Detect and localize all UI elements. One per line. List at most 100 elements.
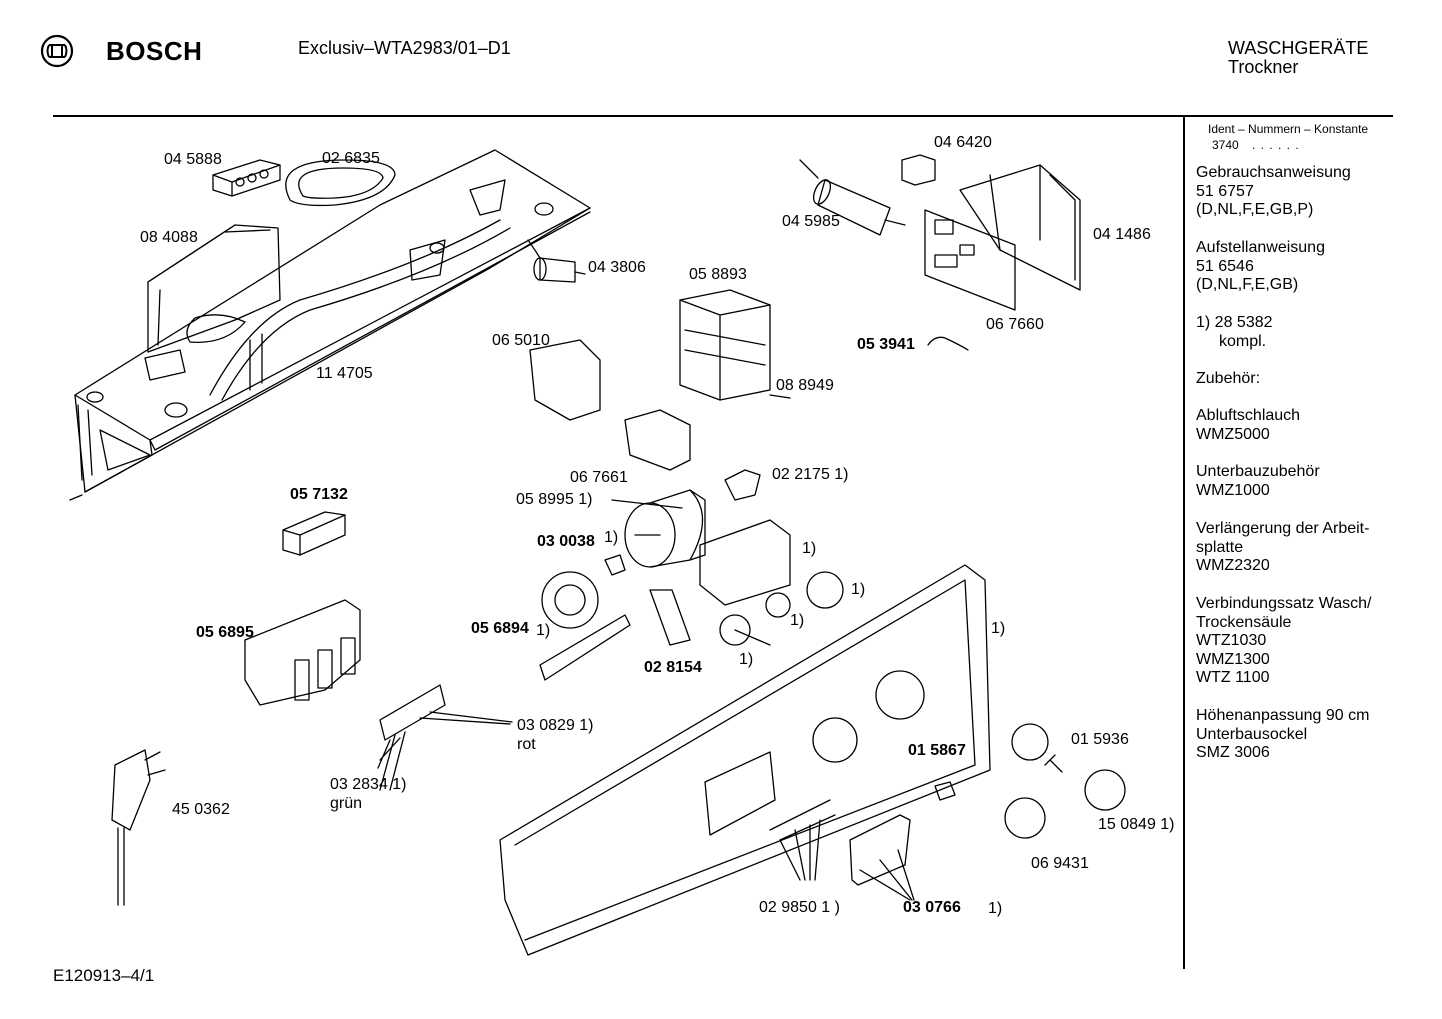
sidebar-line: Unterbauzubehör	[1196, 463, 1320, 480]
sidebar-block-height: Höhenanpassung 90 cm Unterbausockel SMZ …	[1196, 707, 1369, 763]
capacitor-part	[800, 160, 905, 235]
footnote-mark: 1)	[991, 620, 1006, 637]
gear-housing-part	[700, 520, 790, 605]
sidebar-block-underbuild: Unterbauzubehör WMZ1000	[1196, 463, 1320, 500]
model-title: Exclusiv–WTA2983/01–D1	[298, 38, 511, 58]
part-label: 03 0038	[537, 533, 595, 550]
part-label: 08 8949	[776, 377, 834, 394]
sidebar-block-accessories: Zubehör:	[1196, 370, 1260, 389]
part-label: 04 1486	[1093, 226, 1151, 243]
sidebar-block-install: Aufstellanweisung 51 6546 (D,NL,F,E,GB)	[1196, 239, 1325, 295]
wiring-leaders	[380, 712, 512, 790]
category: WASCHGERÄTE Trockner	[1228, 39, 1368, 77]
sidebar-line: WMZ1000	[1196, 481, 1270, 499]
part-label: 15 0849 1)	[1098, 816, 1175, 833]
exploded-view-drawing	[0, 0, 1180, 1019]
wiring-bracket-part	[380, 685, 445, 740]
footnote-mark: 1)	[988, 900, 1003, 917]
part-label: 05 8995 1)	[516, 491, 593, 508]
sidebar-line: Gebrauchsanweisung	[1196, 164, 1351, 181]
part-label: 03 0766	[903, 899, 961, 916]
part-label: 04 5985	[782, 213, 840, 230]
sidebar-line: Höhenanpassung 90 cm	[1196, 707, 1370, 724]
sidebar-line: Verbindungssatz Wasch/	[1196, 595, 1372, 612]
bosch-armature-icon	[40, 34, 74, 68]
spring-set-part	[770, 800, 835, 840]
sensor-wire-part	[928, 337, 968, 350]
part-label: 06 7660	[986, 316, 1044, 333]
ident-dots: . . . . . .	[1252, 138, 1300, 152]
clip-part	[625, 410, 690, 470]
category-line-2: Trockner	[1228, 57, 1299, 77]
gruen-leader	[378, 738, 400, 768]
part-label: rot	[517, 736, 536, 753]
footnote-mark: 1)	[802, 540, 817, 557]
terminal-block-part	[213, 160, 280, 196]
front-panel-part	[500, 565, 990, 955]
sidebar-line: WMZ2320	[1196, 557, 1270, 575]
part-label: 05 6894	[471, 620, 529, 637]
part-label: 04 3806	[588, 259, 646, 276]
switch-part	[530, 340, 600, 420]
gear-axle	[735, 630, 770, 645]
part-label: 03 0829 1)	[517, 717, 594, 734]
part-label: 08 4088	[140, 229, 198, 246]
part-label: grün	[330, 795, 363, 812]
sidebar-line: 51 6546	[1196, 257, 1254, 275]
sidebar-line: (D,NL,F,E,GB)	[1196, 276, 1299, 294]
power-plug-part	[112, 750, 165, 905]
ident-value: 3740	[1212, 138, 1239, 152]
gear-big-part	[807, 572, 843, 608]
gear-mid-part	[766, 593, 790, 617]
bracket-part	[148, 225, 280, 352]
sidebar-line: WMZ5000	[1196, 425, 1270, 443]
gear-small-part	[720, 615, 750, 645]
capacitor-small-part	[528, 240, 585, 282]
gasket-inner	[299, 168, 383, 198]
part-label: 04 6420	[934, 134, 992, 151]
sidebar-line: splatte	[1196, 538, 1244, 556]
small-bracket-part	[725, 470, 760, 500]
sidebar-line: Aufstellanweisung	[1196, 239, 1325, 256]
sidebar-line: WMZ1300	[1196, 650, 1270, 668]
timer-part	[680, 290, 790, 400]
gear-wheel-part	[542, 572, 598, 628]
sidebar-line: Abluftschlauch	[1196, 407, 1301, 424]
sidebar-line: Trockensäule	[1196, 613, 1292, 631]
sidebar-line: SMZ 3006	[1196, 744, 1270, 762]
knob-part	[1085, 770, 1125, 810]
connector-part	[283, 512, 345, 555]
fuse-holder-part	[902, 155, 935, 185]
part-label: 03 2834 1)	[330, 776, 407, 793]
knob-small-part	[1012, 724, 1048, 760]
sidebar-line: Unterbausockel	[1196, 725, 1308, 743]
sidebar-line: WTZ 1100	[1196, 669, 1270, 687]
sidebar-block-extension: Verlängerung der Arbeit- splatte WMZ2320	[1196, 520, 1369, 576]
part-label: 01 5936	[1071, 731, 1129, 748]
motor-part	[625, 490, 705, 567]
footnote-mark: 1)	[790, 612, 805, 629]
brand-name: BOSCH	[106, 36, 203, 66]
footnote-mark: 1)	[739, 651, 754, 668]
screw-part	[1045, 755, 1062, 772]
footnote-mark: 1)	[604, 529, 619, 546]
shaft-part	[650, 590, 690, 645]
cam-part	[605, 555, 625, 575]
part-label: 11 4705	[316, 365, 373, 382]
part-label: 04 5888	[164, 151, 222, 168]
sidebar-line: (D,NL,F,E,GB,P)	[1196, 201, 1314, 219]
sidebar-block-footnote: 1) 28 5382 kompl.	[1196, 314, 1273, 351]
part-label: 05 7132	[290, 486, 348, 503]
pcb-part	[925, 210, 1015, 310]
part-label: 05 8893	[689, 266, 747, 283]
ident-header: Ident – Nummern – Konstante	[1208, 122, 1369, 136]
sidebar-line: kompl.	[1219, 332, 1267, 350]
sidebar-line: Zubehör:	[1196, 370, 1261, 387]
part-label: 02 2175 1)	[772, 466, 849, 483]
contact-holder-part	[245, 600, 360, 705]
part-label: 05 3941	[857, 336, 915, 353]
sidebar-block-exhaust: Abluftschlauch WMZ5000	[1196, 407, 1300, 444]
part-label: 01 5867	[908, 742, 966, 759]
part-label: 02 9850 1 )	[759, 899, 840, 916]
